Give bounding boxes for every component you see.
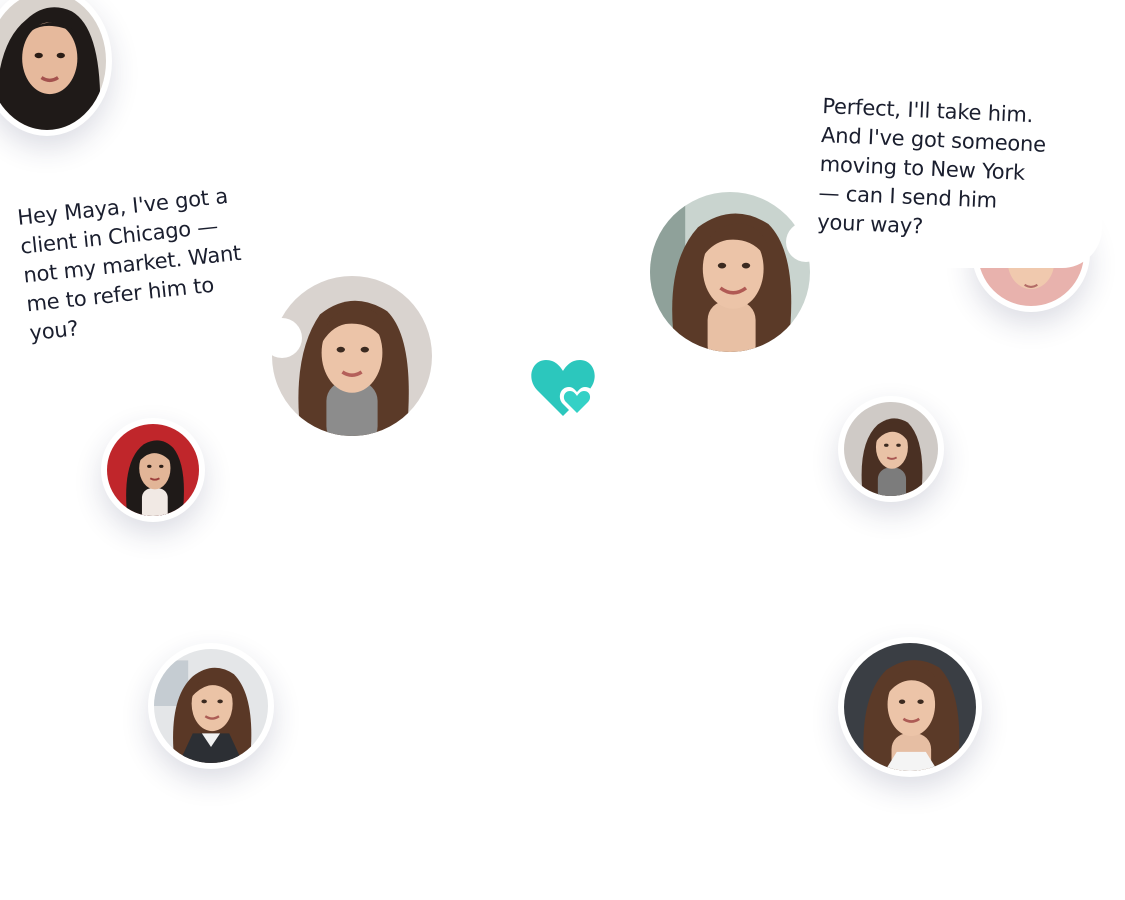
portrait-office-background xyxy=(154,649,268,763)
avatar-featured-right[interactable] xyxy=(650,192,810,352)
chat-message-right: Perfect, I'll take him. And I've got som… xyxy=(817,92,1048,247)
portrait-dark-background xyxy=(844,643,976,771)
avatar-right-middle[interactable] xyxy=(838,396,944,502)
bubble-notch-left xyxy=(262,318,302,358)
avatar-top-left[interactable] xyxy=(0,0,112,136)
portrait-grey-background xyxy=(844,402,938,496)
avatar-bottom-left[interactable] xyxy=(148,643,274,769)
avatar-featured-left[interactable] xyxy=(272,276,432,436)
portrait-wavy-brown-hair xyxy=(650,192,810,352)
avatar-bottom-right[interactable] xyxy=(838,637,982,777)
message-backdrop-right xyxy=(812,80,1102,268)
double-heart-icon xyxy=(528,356,598,422)
portrait-dark-hair-red xyxy=(107,424,199,516)
portrait-dark-hair xyxy=(0,0,106,130)
chat-message-left: Hey Maya, I've got a client in Chicago —… xyxy=(16,181,249,348)
avatar-red-background[interactable] xyxy=(101,418,205,522)
portrait-brown-hair xyxy=(272,276,432,436)
